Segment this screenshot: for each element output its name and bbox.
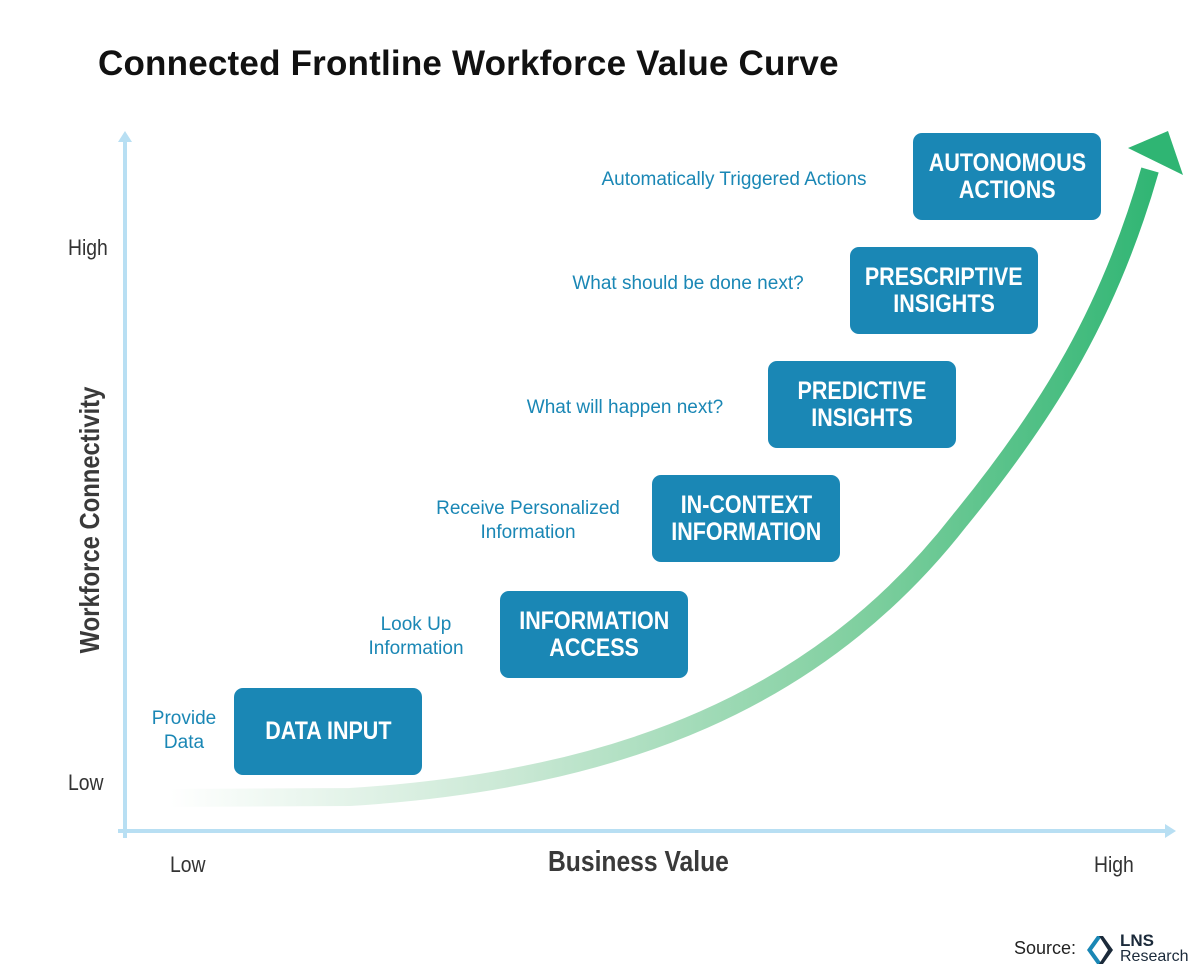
y-axis-low-label: Low [68, 770, 104, 795]
stage-desc-prescriptive-insights: What should be done next? [572, 273, 804, 294]
y-axis-line [118, 131, 132, 838]
value-curve-arrow [169, 167, 1159, 807]
x-axis-high-label: High [1094, 852, 1134, 877]
stage-desc-predictive-insights: What will happen next? [526, 397, 724, 418]
y-axis-title: Workforce Connectivity [74, 386, 105, 654]
source-label: Source: [1014, 938, 1077, 958]
stage-desc-autonomous-actions: Automatically Triggered Actions [601, 169, 867, 190]
stage-box-data-input: DATA INPUT [234, 688, 422, 775]
arrowhead-icon [1128, 131, 1183, 175]
lns-logo-icon [1087, 936, 1113, 964]
x-axis-line [118, 824, 1176, 838]
page-title: Connected Frontline Workforce Value Curv… [98, 44, 839, 83]
x-axis-low-label: Low [170, 852, 206, 877]
y-axis-high-label: High [68, 235, 108, 260]
x-axis-title: Business Value [548, 846, 729, 878]
